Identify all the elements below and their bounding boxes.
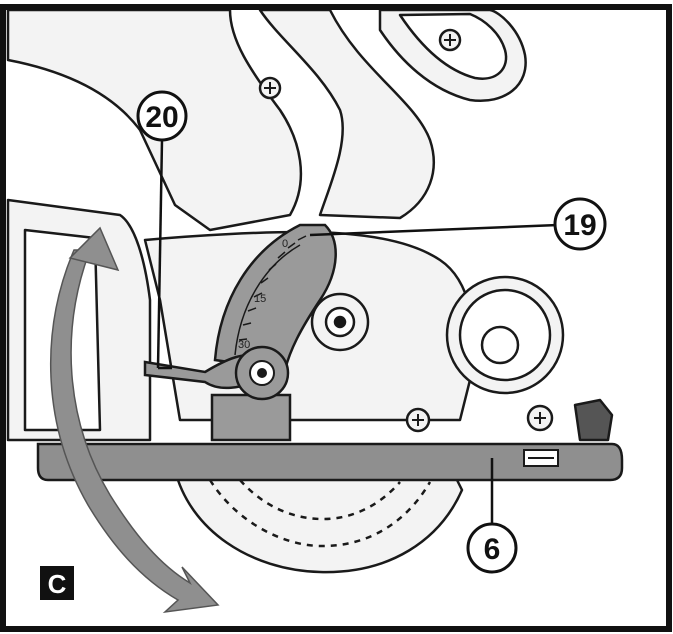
base-plate xyxy=(36,442,624,482)
bevel-angle-scale: 0 15 30 xyxy=(213,223,337,372)
bevel-tilt-arrow xyxy=(50,226,220,614)
panel-label: C xyxy=(40,566,74,600)
screw-heads xyxy=(264,34,546,426)
callout-label-6: 6 xyxy=(484,533,501,566)
figure-frame xyxy=(0,4,672,632)
callout-label-19: 19 xyxy=(563,209,596,242)
callout-6: 6 xyxy=(466,458,518,574)
scale-label-0: 0 xyxy=(282,238,288,250)
bevel-lock-lever xyxy=(143,345,292,442)
panel-label-text: C xyxy=(48,569,67,599)
scale-label-30: 30 xyxy=(238,339,250,351)
callout-20: 20 xyxy=(136,90,188,370)
callout-19: 19 xyxy=(309,197,607,251)
scale-label-15: 15 xyxy=(254,293,266,305)
callout-label-20: 20 xyxy=(145,101,178,134)
